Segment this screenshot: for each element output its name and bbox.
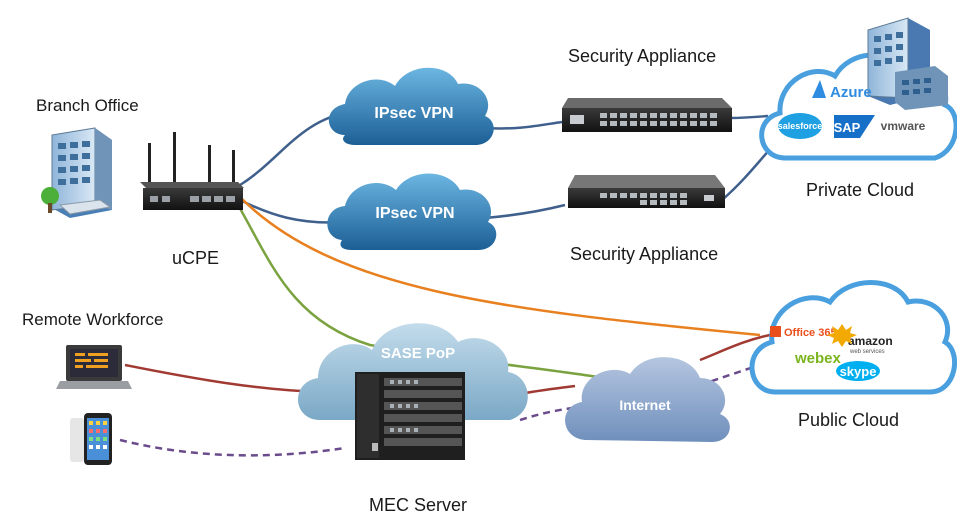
ipsec-vpn-cloud-1: IPsec VPN: [328, 67, 494, 145]
sase-pop-label: SASE PoP: [381, 345, 455, 362]
security-appliance-bottom-icon: [568, 175, 725, 208]
link-ucpe-public-cloud: [237, 194, 761, 337]
webex-brand: webex: [794, 350, 842, 367]
link-phone-sase: [119, 438, 346, 457]
amazon-logo-icon: [827, 324, 857, 347]
remote-workforce-label: Remote Workforce: [22, 310, 164, 329]
ipsec-vpn-cloud-2: IPsec VPN: [327, 173, 497, 250]
mec-server-label: MEC Server: [369, 495, 468, 515]
azure-logo-icon: [812, 80, 826, 98]
branch-office-building-icon: [41, 127, 112, 218]
link-appliance-private-cloud-1: [729, 114, 769, 120]
ipsec-vpn-1-label: IPsec VPN: [374, 105, 453, 122]
mec-server-icon: [355, 372, 465, 460]
private-cloud-label: Private Cloud: [806, 180, 915, 200]
private-cloud-brands: Azure salesforce SAP vmware: [778, 80, 926, 139]
security-appliance-top-icon: [562, 98, 732, 132]
smartphone-icon: [70, 413, 112, 465]
ipsec-vpn-2-label: IPsec VPN: [375, 205, 454, 222]
office-building-icon: [867, 17, 948, 110]
skype-logo-icon: [836, 361, 880, 381]
vmware-brand: vmware: [881, 119, 926, 133]
salesforce-logo-icon: [778, 113, 822, 139]
link-vpn2-appliance: [484, 203, 566, 220]
office365-logo-icon: [770, 326, 781, 337]
salesforce-brand: salesforce: [778, 121, 823, 131]
link-laptop-sase: [124, 363, 321, 394]
azure-brand: Azure: [830, 84, 872, 101]
skype-brand: skype: [840, 364, 877, 379]
amazon-brand: amazon: [848, 334, 893, 348]
public-cloud-label: Public Cloud: [798, 410, 900, 430]
sap-logo-icon: [834, 115, 875, 138]
link-sase-internet-dashed: [519, 406, 573, 422]
sap-brand: SAP: [834, 120, 861, 135]
public-cloud-brands: Office 365 amazon web services webex sky…: [770, 324, 893, 381]
security-appliance-bottom-label: Security Appliance: [570, 244, 719, 264]
branch-office-label: Branch Office: [36, 96, 139, 115]
internet-label: Internet: [619, 397, 671, 413]
laptop-icon: [56, 345, 132, 389]
link-ucpe-sase: [236, 204, 606, 380]
ucpe-router-icon: [140, 132, 244, 210]
link-vpn1-appliance: [484, 120, 563, 130]
public-cloud-frame: [749, 280, 957, 395]
security-appliance-top-label: Security Appliance: [568, 46, 717, 66]
internet-cloud: Internet: [565, 357, 730, 442]
link-internet-public-cloud: [699, 333, 771, 362]
amazon-sub-brand: web services: [849, 349, 885, 355]
ucpe-label: uCPE: [172, 248, 220, 268]
office365-brand: Office 365: [784, 327, 837, 339]
